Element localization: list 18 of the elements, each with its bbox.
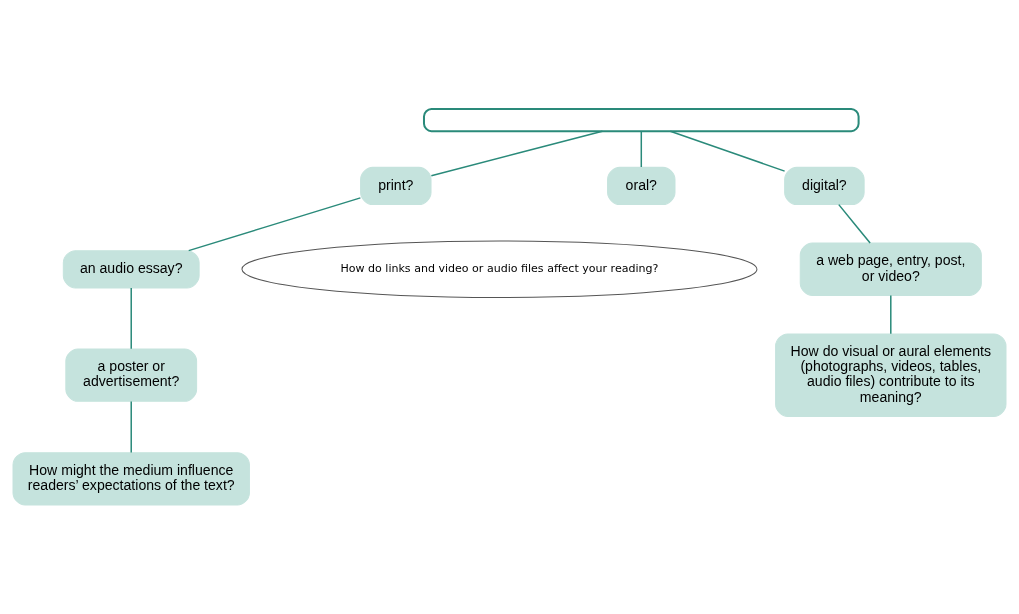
node-box: digital? [784, 166, 865, 206]
node-box: How might the medium influence readers’ expectations of the text? [12, 452, 250, 506]
node-box: a web page, entry, post, or video? [799, 242, 982, 296]
node-box: a poster or advertisement? [65, 348, 198, 402]
connector [890, 294, 892, 335]
node-box: oral? [607, 166, 676, 206]
node-box [423, 108, 860, 133]
connector [130, 287, 132, 350]
connector [640, 130, 643, 168]
connector [838, 203, 871, 244]
connector [430, 130, 604, 177]
connector [669, 130, 786, 172]
node-ellipse: How do links and video or audio files affect your reading? [241, 240, 758, 299]
node-box: print? [360, 166, 432, 206]
node-box: an audio essay? [62, 250, 200, 289]
connector [130, 400, 132, 454]
connector [187, 197, 362, 252]
node-box: How do visual or aural elements (photographs, videos, tables, audio files) contribute to its meaning? [775, 333, 1007, 417]
